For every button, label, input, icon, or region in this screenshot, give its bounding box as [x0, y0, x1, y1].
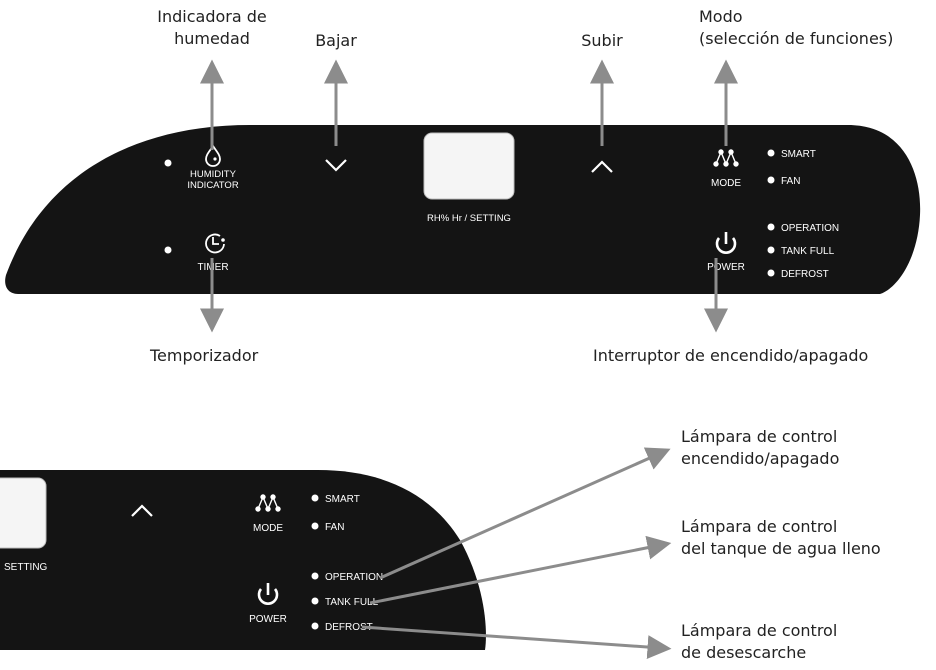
bottom-callout-arrows: [361, 447, 672, 660]
operation-lamp-arrow: [379, 447, 671, 580]
bottom-fan-light: [311, 522, 319, 530]
defrost-light: [767, 269, 775, 277]
mode-label: MODE: [711, 178, 741, 189]
operation-label: OPERATION: [781, 223, 839, 234]
operation-callout-line-2: encendido/apagado: [681, 449, 840, 468]
bottom-mode-label: MODE: [253, 523, 283, 534]
top-callout-arrows: [200, 59, 738, 333]
fan-light: [767, 176, 775, 184]
operation-lamp-callout: Lámpara de control encendido/apagado: [681, 426, 839, 470]
tank-full-label: TANK FULL: [781, 246, 835, 257]
top-panel-body: [5, 125, 921, 294]
bottom-control-panel: SETTING MODE SMART FAN POWER OPERATION T…: [0, 470, 486, 650]
tank-callout-line-2: del tanque de agua lleno: [681, 539, 881, 558]
power-callout: Interruptor de encendido/apagado: [593, 346, 869, 365]
power-icon[interactable]: [715, 232, 737, 254]
bottom-display-screen: [0, 477, 47, 549]
defrost-callout-line-2: de desescarche: [681, 643, 807, 662]
bottom-defrost-label: DEFROST: [325, 622, 373, 633]
defrost-callout-line-1: Lámpara de control: [681, 621, 838, 640]
bottom-chevron-up-icon[interactable]: [131, 504, 153, 517]
down-callout: Bajar: [315, 31, 357, 50]
tank-full-light: [767, 246, 775, 254]
timer-callout: Temporizador: [150, 346, 259, 365]
bottom-power-label: POWER: [249, 614, 287, 625]
humidity-indicator-label-1: HUMIDITY: [190, 169, 237, 180]
top-control-panel: HUMIDITY INDICATOR RH% Hr / SETTING MODE…: [5, 125, 921, 294]
tank-full-lamp-arrow: [369, 535, 672, 605]
humidity-indicator-label-2: INDICATOR: [187, 180, 239, 191]
tank-callout-line-1: Lámpara de control: [681, 517, 838, 536]
smart-light: [767, 149, 775, 157]
defrost-lamp-callout: Lámpara de control de desescarche: [681, 620, 837, 664]
humidity-drop-icon: [205, 144, 221, 167]
operation-light: [767, 223, 775, 231]
defrost-lamp-arrow: [361, 625, 672, 660]
bottom-mode-icon[interactable]: [255, 494, 281, 512]
mode-icon[interactable]: [713, 149, 739, 167]
humidity-indicator-light: [164, 159, 172, 167]
timer-icon[interactable]: [205, 233, 225, 254]
bottom-fan-label: FAN: [325, 522, 344, 533]
defrost-label: DEFROST: [781, 269, 829, 280]
display-label: RH% Hr / SETTING: [427, 213, 511, 224]
display-screen: [423, 132, 515, 200]
bottom-power-icon[interactable]: [257, 583, 279, 605]
bottom-panel-body: [0, 470, 486, 650]
operation-callout-line-1: Lámpara de control: [681, 427, 838, 446]
bottom-setting-label: SETTING: [4, 562, 48, 573]
bottom-tank-full-light: [311, 597, 319, 605]
mode-callout: Modo (selección de funciones): [699, 6, 893, 50]
bottom-smart-light: [311, 494, 319, 502]
smart-label: SMART: [781, 149, 816, 160]
humidity-indicator-callout: Indicadora de humedad: [142, 6, 282, 50]
timer-indicator-light: [164, 246, 172, 254]
humidity-callout-line-1: Indicadora de: [157, 7, 267, 26]
chevron-up-icon[interactable]: [591, 160, 613, 173]
power-label: POWER: [707, 262, 745, 273]
fan-label: FAN: [781, 176, 800, 187]
humidity-callout-line-2: humedad: [174, 29, 250, 48]
mode-callout-line-1: Modo: [699, 7, 743, 26]
bottom-smart-label: SMART: [325, 494, 360, 505]
chevron-down-icon[interactable]: [325, 159, 347, 172]
tank-full-lamp-callout: Lámpara de control del tanque de agua ll…: [681, 516, 881, 560]
bottom-operation-light: [311, 572, 319, 580]
bottom-tank-full-label: TANK FULL: [325, 597, 379, 608]
mode-callout-line-2: (selección de funciones): [699, 29, 894, 48]
up-callout: Subir: [581, 31, 623, 50]
bottom-operation-label: OPERATION: [325, 572, 383, 583]
bottom-defrost-light: [311, 622, 319, 630]
